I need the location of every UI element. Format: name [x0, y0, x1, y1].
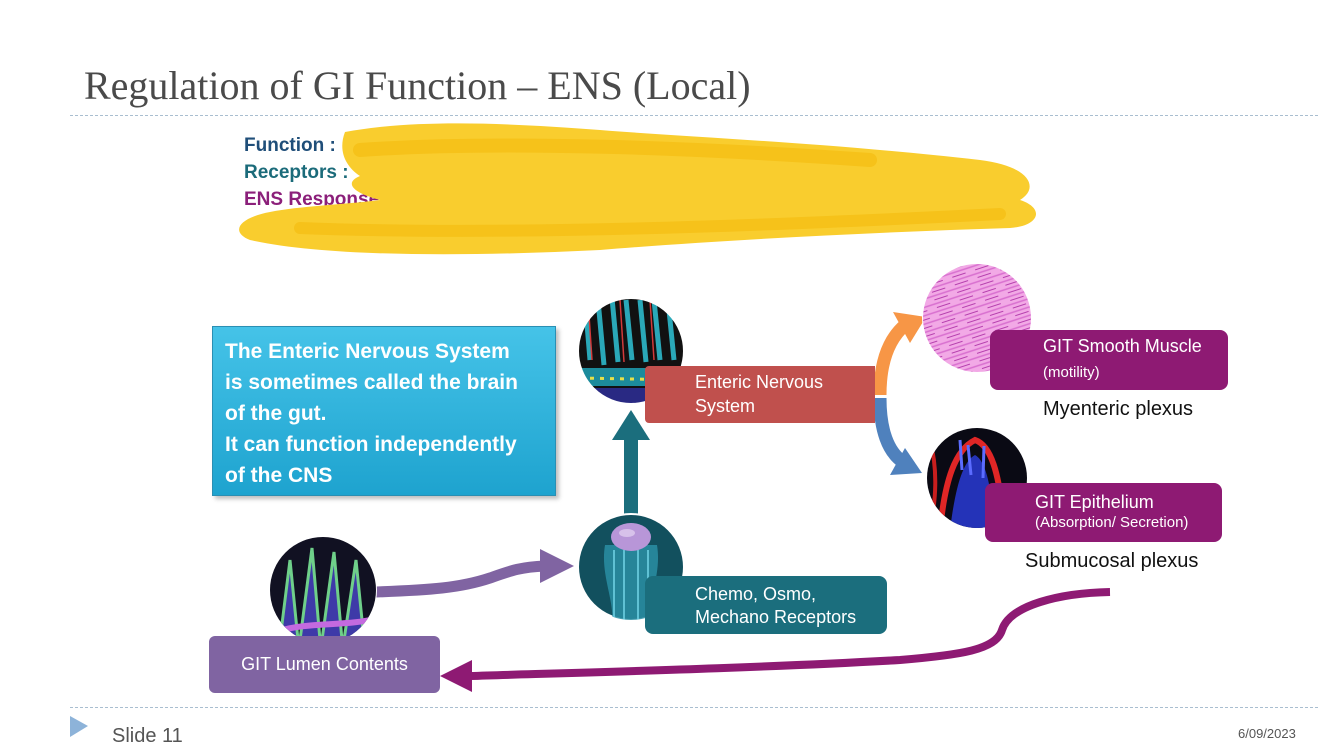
play-triangle-icon: [70, 716, 88, 737]
callout-line: is sometimes called the brain: [225, 371, 518, 394]
receptors-node: Chemo, Osmo, Mechano Receptors: [645, 576, 887, 634]
ens-to-muscle-arrow-head: [893, 312, 926, 343]
ens-to-muscle-arrow: [873, 320, 910, 396]
receptor-to-ens-arrow-head: [612, 410, 650, 440]
title-divider: [70, 115, 1318, 116]
epithelium-title: GIT Epithelium: [1035, 492, 1154, 512]
epithelium-node: GIT Epithelium (Absorption/ Secretion): [985, 483, 1222, 542]
ens-node-line1: Enteric Nervous: [695, 372, 824, 392]
ens-to-epithelium-arrow: [873, 397, 908, 468]
effector-to-lumen-arrow: [469, 588, 1111, 680]
footer-divider: [70, 707, 1318, 708]
callout-line: of the gut.: [225, 402, 327, 425]
epithelium-subtitle: (Absorption/ Secretion): [1035, 514, 1189, 531]
submucosal-plexus-label: Submucosal plexus: [1025, 550, 1199, 572]
ens-node: Enteric Nervous System: [645, 366, 875, 423]
lumen-arrow-head: [540, 549, 574, 583]
smooth-muscle-subtitle: (motility): [1043, 364, 1100, 381]
ens-callout-box: The Enteric Nervous System is sometimes …: [212, 326, 556, 496]
lumen-to-receptor-arrow: [375, 560, 546, 598]
slide-title: Regulation of GI Function – ENS (Local): [84, 63, 751, 108]
smooth-muscle-node: GIT Smooth Muscle (motility): [990, 330, 1228, 390]
ens-node-line2: System: [695, 396, 756, 416]
function-label: Function :: [244, 135, 336, 156]
ens-to-epithelium-arrow-head: [890, 448, 922, 475]
callout-line: of the CNS: [225, 464, 333, 487]
slide-date: 6/09/2023: [1238, 726, 1296, 741]
receptors-label: Receptors :: [244, 162, 349, 183]
villi-image: [269, 536, 377, 644]
receptors-node-line1: Chemo, Osmo,: [695, 584, 817, 604]
return-arrow-head: [440, 660, 472, 692]
callout-line: It can function independently: [225, 433, 517, 456]
myenteric-plexus-label: Myenteric plexus: [1043, 398, 1194, 420]
highlight-scribble: [239, 123, 1037, 255]
lumen-contents-node: GIT Lumen Contents: [209, 636, 440, 693]
callout-line: The Enteric Nervous System: [225, 340, 510, 363]
receptor-to-ens-shaft: [624, 438, 638, 514]
smooth-muscle-title: GIT Smooth Muscle: [1043, 336, 1202, 356]
receptors-node-line2: Mechano Receptors: [695, 607, 857, 627]
